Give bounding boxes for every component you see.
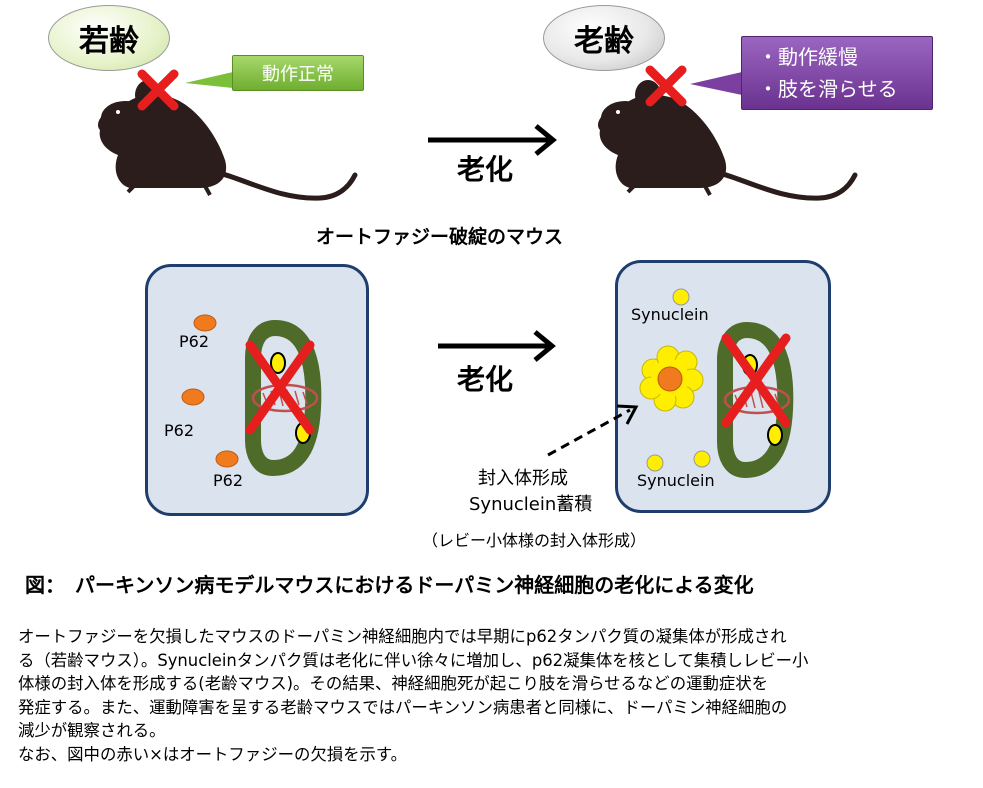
young-mouse [98,80,355,198]
p62-aggregate-3 [215,450,239,468]
inclusion-pointer-head [616,404,639,425]
young-label-text: 若齢 [79,24,139,59]
inclusion-note: （レビー小体様の封入体形成） [422,531,647,550]
lewy-body-inclusion [639,345,704,412]
aging-label-top: 老化 [457,153,514,186]
inclusion-label-line-1: 封入体形成 [478,468,568,489]
old-label-text: 老齢 [574,24,634,59]
p62-label-3: P62 [213,471,244,490]
mice-illustration [0,0,983,240]
purple-callout-tail [690,72,742,95]
description-line-5: 減少が観察される。 [18,721,166,741]
description-line-3: 体様の封入体を形成する(老齢マウス)。その結果、神経細胞死が起こり肢を滑らせるな… [18,674,769,694]
aging-arrow-top-head [534,124,557,156]
purple-callout: ・動作緩慢 ・肢を滑らせる [741,36,933,110]
inclusion-pointer [547,408,631,457]
figure-description: オートファジーを欠損したマウスのドーパミン神経細胞内では早期にp62タンパク質の… [18,625,968,767]
description-line-2: る（若齢マウス）。Synucleinタンパク質は老化に伴い徐々に増加し、p62凝… [18,650,809,670]
old-mouse [598,80,855,198]
p62-aggregate-1 [193,314,217,332]
synuclein-dot-top [672,288,690,306]
figure-title: 図： パーキンソン病モデルマウスにおけるドーパミン神経細胞の老化による変化 [25,573,754,597]
purple-callout-line-2: ・肢を滑らせる [758,77,898,101]
aging-arrow-bottom-head [533,330,556,362]
p62-aggregate-2 [181,388,205,406]
synuclein-dot-bottom-1 [646,454,664,472]
mouse-caption: オートファジー破綻のマウス [316,226,564,248]
young-label: 若齢 [48,5,170,71]
aging-label-bottom: 老化 [457,363,514,396]
synuclein-label-bottom: Synuclein [637,471,715,490]
synuclein-dot-bottom-2 [693,450,711,468]
inclusion-label-line-2: Synuclein蓄積 [469,494,593,515]
green-callout: 動作正常 [232,55,364,91]
old-label: 老齢 [543,5,665,71]
cell-illustrations [181,288,983,550]
p62-label-2: P62 [164,421,195,440]
callout-tails [185,72,742,95]
description-line-1: オートファジーを欠損したマウスのドーパミン神経細胞内では早期にp62タンパク質の… [18,627,787,646]
purple-callout-line-1: ・動作緩慢 [758,45,858,69]
description-line-4: 発症する。また、運動障害を呈する老齢マウスではパーキンソン病患者と同様に、ドーパ… [18,697,788,717]
synuclein-label-top: Synuclein [631,305,709,324]
green-callout-text: 動作正常 [262,64,334,85]
description-line-6: なお、図中の赤い×はオートファジーの欠損を示す。 [18,744,408,764]
p62-label-1: P62 [179,332,210,351]
green-callout-tail [185,72,233,88]
